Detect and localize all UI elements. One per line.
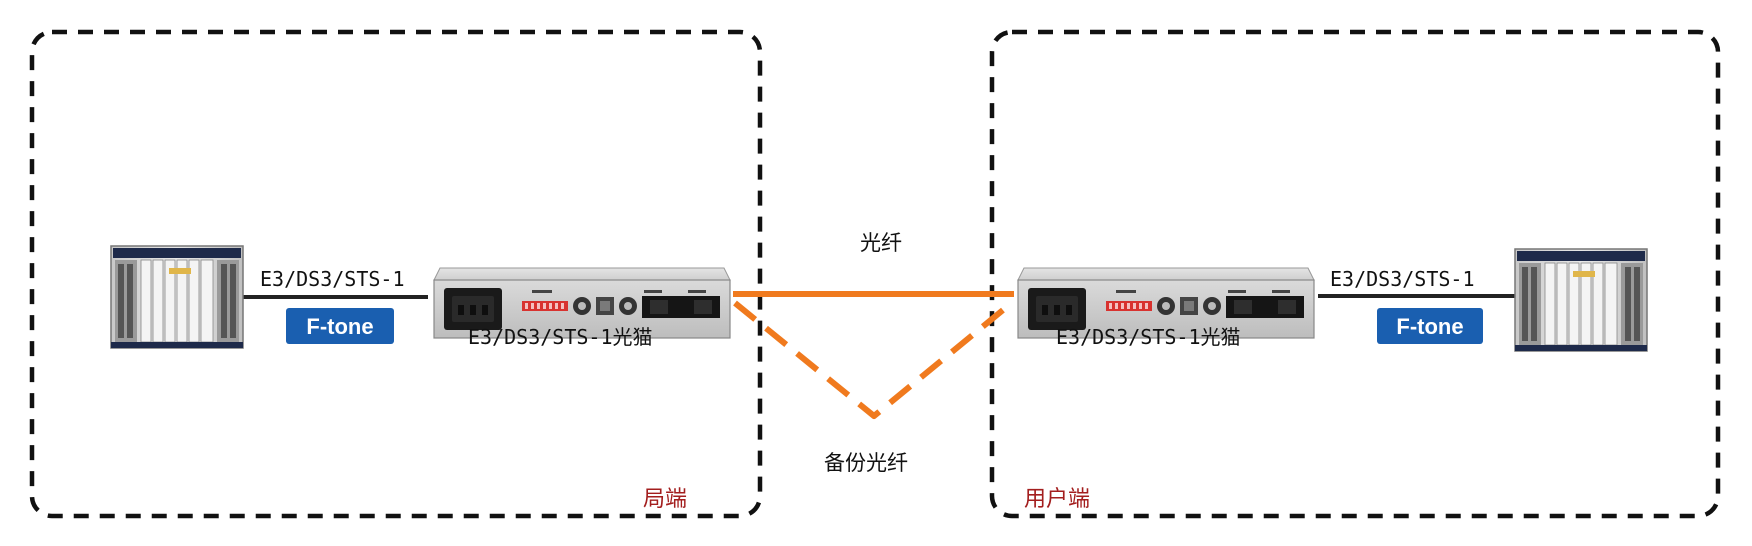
backup-fiber-label: 备份光纤 bbox=[824, 451, 908, 475]
fiber-label: 光纤 bbox=[860, 231, 902, 255]
right-interface-label: E3/DS3/STS-1 bbox=[1330, 267, 1475, 291]
left-interface-label: E3/DS3/STS-1 bbox=[260, 267, 405, 291]
customer-border bbox=[989, 29, 1721, 519]
customer-zone: 用户端 bbox=[989, 29, 1721, 519]
right-telecom-chassis-icon bbox=[1514, 248, 1648, 352]
right-optical-modem-icon bbox=[1017, 267, 1315, 339]
customer-label: 用户端 bbox=[1024, 487, 1090, 512]
left-modem-label: E3/DS3/STS-1光猫 bbox=[468, 325, 653, 349]
left-brand-badge: F-tone bbox=[286, 308, 394, 344]
central-office-border bbox=[29, 29, 763, 519]
central-office-zone: 局端 bbox=[29, 29, 763, 519]
right-modem-label: E3/DS3/STS-1光猫 bbox=[1056, 325, 1241, 349]
backup-fiber-line bbox=[733, 300, 1005, 419]
right-brand-text: F-tone bbox=[1396, 314, 1463, 339]
right-brand-badge: F-tone bbox=[1377, 308, 1483, 344]
left-optical-modem-icon bbox=[433, 267, 731, 339]
central-office-label: 局端 bbox=[643, 487, 687, 512]
left-brand-text: F-tone bbox=[306, 314, 373, 339]
left-telecom-chassis-icon bbox=[110, 245, 244, 349]
